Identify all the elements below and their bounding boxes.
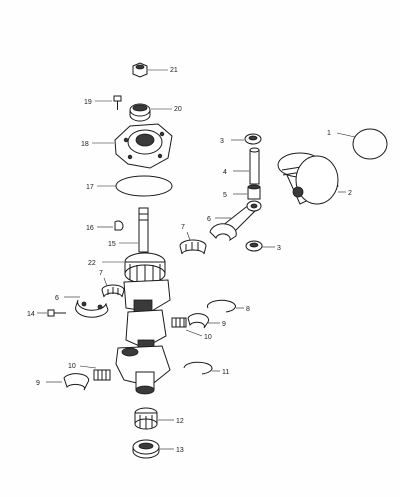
callout-15: 15 (108, 241, 116, 248)
part-nut (132, 62, 148, 78)
part-retaining-ring-lower (183, 361, 213, 375)
callout-19: 19 (84, 99, 92, 106)
part-roller-cage-left (101, 284, 125, 298)
callout-7-upper: 7 (181, 224, 185, 231)
callout-6-left: 6 (55, 295, 59, 302)
part-washer-lower (245, 240, 263, 252)
callout-20: 20 (174, 106, 182, 113)
callout-10-upper: 10 (204, 334, 212, 341)
callout-1: 1 (327, 130, 331, 137)
part-o-ring (115, 175, 173, 197)
callout-16: 16 (86, 225, 94, 232)
callout-6-upper: 6 (207, 216, 211, 223)
callout-18: 18 (81, 141, 89, 148)
part-roller-bearing-upper (171, 317, 187, 328)
callout-14: 14 (27, 311, 35, 318)
callout-4: 4 (223, 169, 227, 176)
callout-5: 5 (223, 192, 227, 199)
part-main-bearing (124, 252, 166, 284)
callout-3-lower: 3 (277, 245, 281, 252)
callout-9-upper: 9 (222, 321, 226, 328)
part-rod-cap (75, 299, 109, 318)
part-crankshaft-shaft (138, 207, 149, 253)
callout-8: 8 (246, 306, 250, 313)
part-wrist-pin (249, 147, 260, 185)
callout-3-upper: 3 (220, 138, 224, 145)
callout-2: 2 (348, 190, 352, 197)
part-roller-cage-upper (179, 239, 207, 255)
part-washer-upper (244, 133, 262, 145)
part-piston (277, 152, 339, 205)
part-seal (129, 103, 151, 122)
part-lower-seal (132, 439, 160, 459)
part-bearing-race-upper (187, 313, 210, 329)
callout-7-left: 7 (99, 270, 103, 277)
callout-12: 12 (176, 418, 184, 425)
part-lower-needle-bearing (134, 407, 158, 430)
part-connecting-rod (209, 200, 262, 242)
callout-9-lower: 9 (36, 380, 40, 387)
callout-11: 11 (222, 369, 229, 376)
part-woodruff-key (114, 220, 124, 231)
part-retaining-ring (206, 299, 236, 313)
part-roller-bearing-lower (93, 369, 111, 381)
callout-10-lower: 10 (68, 363, 76, 370)
callout-22: 22 (88, 260, 96, 267)
part-screw (113, 95, 122, 110)
callout-13: 13 (176, 447, 184, 454)
part-piston-ring (352, 128, 388, 160)
part-crankshaft (115, 279, 171, 395)
callout-21: 21 (170, 67, 178, 74)
part-bearing-race-lower (63, 373, 90, 391)
part-bearing-housing (114, 123, 173, 169)
part-bolt (47, 309, 66, 317)
callout-17: 17 (86, 184, 94, 191)
part-needle-bearing (247, 184, 261, 200)
